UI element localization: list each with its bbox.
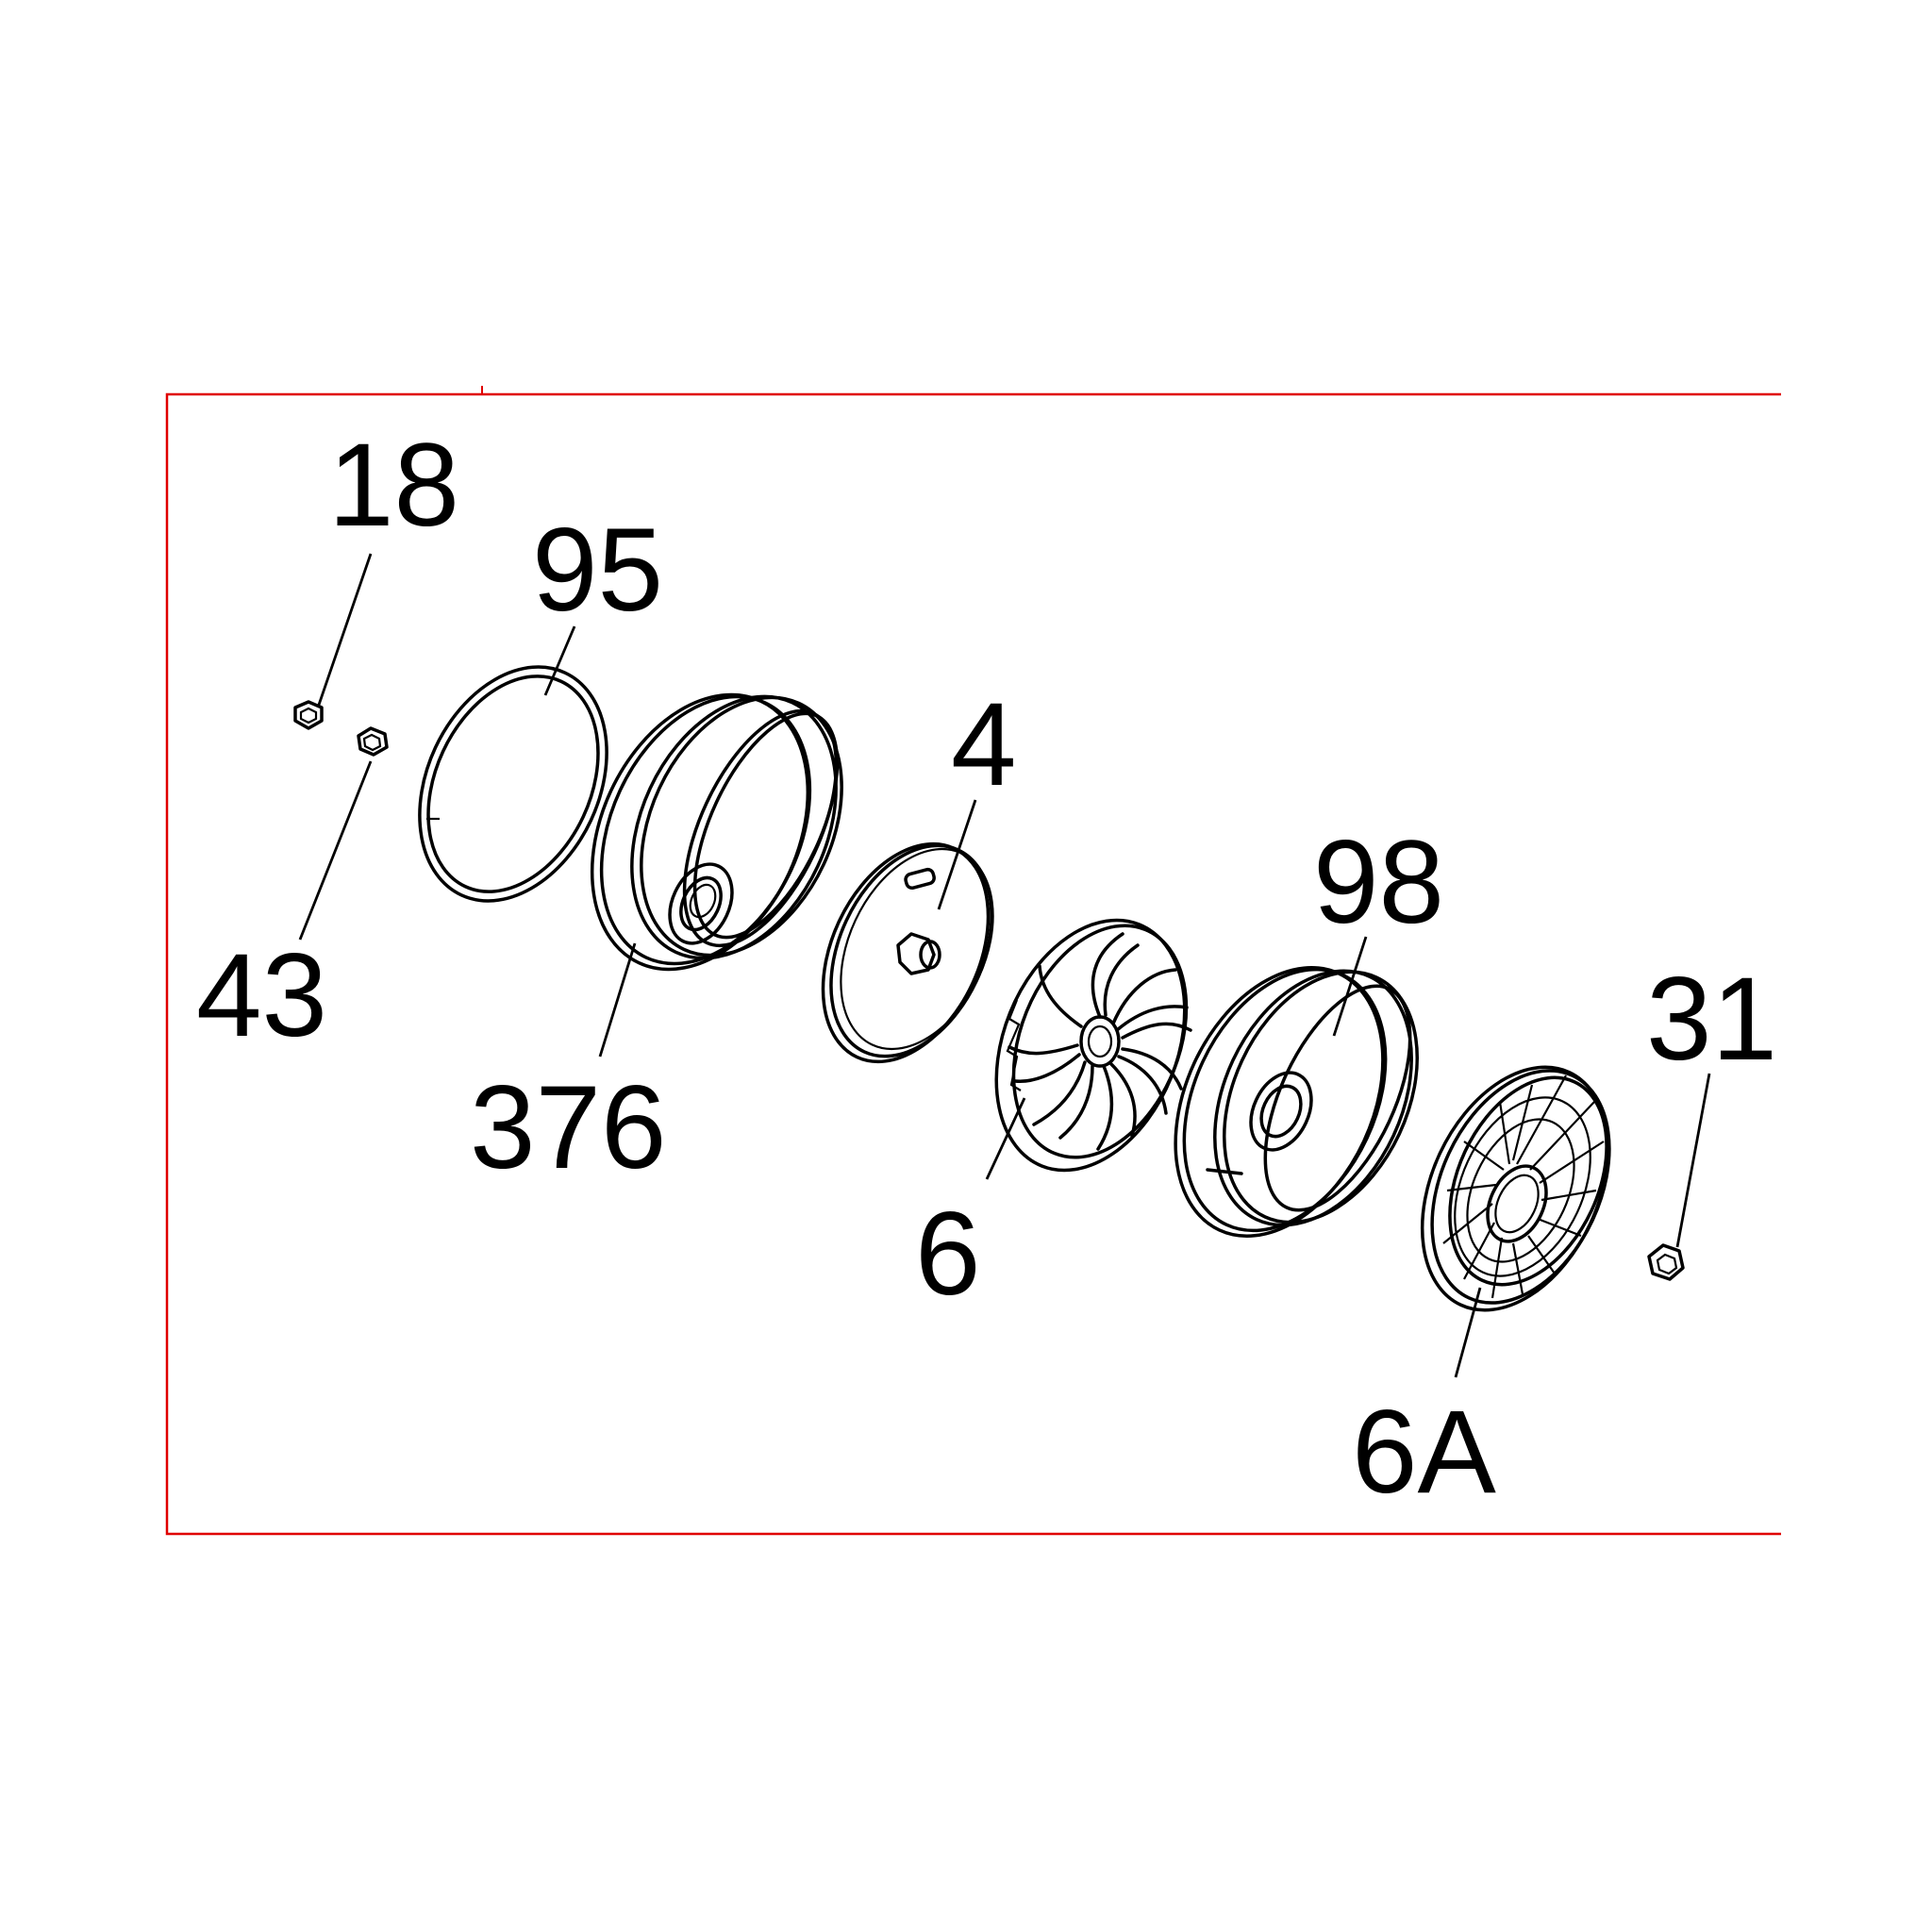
part-31-hex-nut-icon: [1647, 1243, 1685, 1281]
leader-98: [1332, 936, 1368, 1037]
callout-6a: 6A: [1352, 1387, 1497, 1518]
callout-43: 43: [196, 930, 327, 1061]
callout-95: 95: [532, 505, 663, 636]
leader-376: [598, 942, 637, 1058]
callout-18: 18: [328, 420, 459, 551]
leader-6a: [1454, 1287, 1482, 1378]
part-6-impeller-icon: [994, 918, 1192, 1173]
callouts: 18 95 43 376 4 6 98 31 6A: [196, 420, 1777, 1518]
part-43-hex-nut-icon: [357, 726, 389, 757]
leader-43: [298, 760, 373, 941]
frame: [165, 386, 1781, 1536]
callout-4: 4: [951, 679, 1017, 810]
leader-4: [937, 799, 977, 910]
part-98-housing-icon: [1174, 966, 1419, 1238]
leader-6: [985, 1097, 1026, 1180]
leader-lines: [298, 553, 1711, 1378]
callout-6: 6: [915, 1189, 981, 1320]
leader-95: [543, 625, 576, 696]
callout-31: 31: [1646, 954, 1777, 1085]
part-6a-fan-cover-icon: [1420, 1065, 1611, 1312]
callout-376: 376: [470, 1062, 667, 1193]
callout-98: 98: [1313, 817, 1444, 948]
part-95-o-ring-icon: [418, 665, 608, 903]
leader-31: [1675, 1073, 1711, 1248]
leader-18: [316, 553, 373, 708]
part-18-hex-nut-icon: [293, 700, 324, 730]
frame-border: [165, 392, 1781, 1536]
part-376-end-cover-icon: [590, 692, 843, 972]
